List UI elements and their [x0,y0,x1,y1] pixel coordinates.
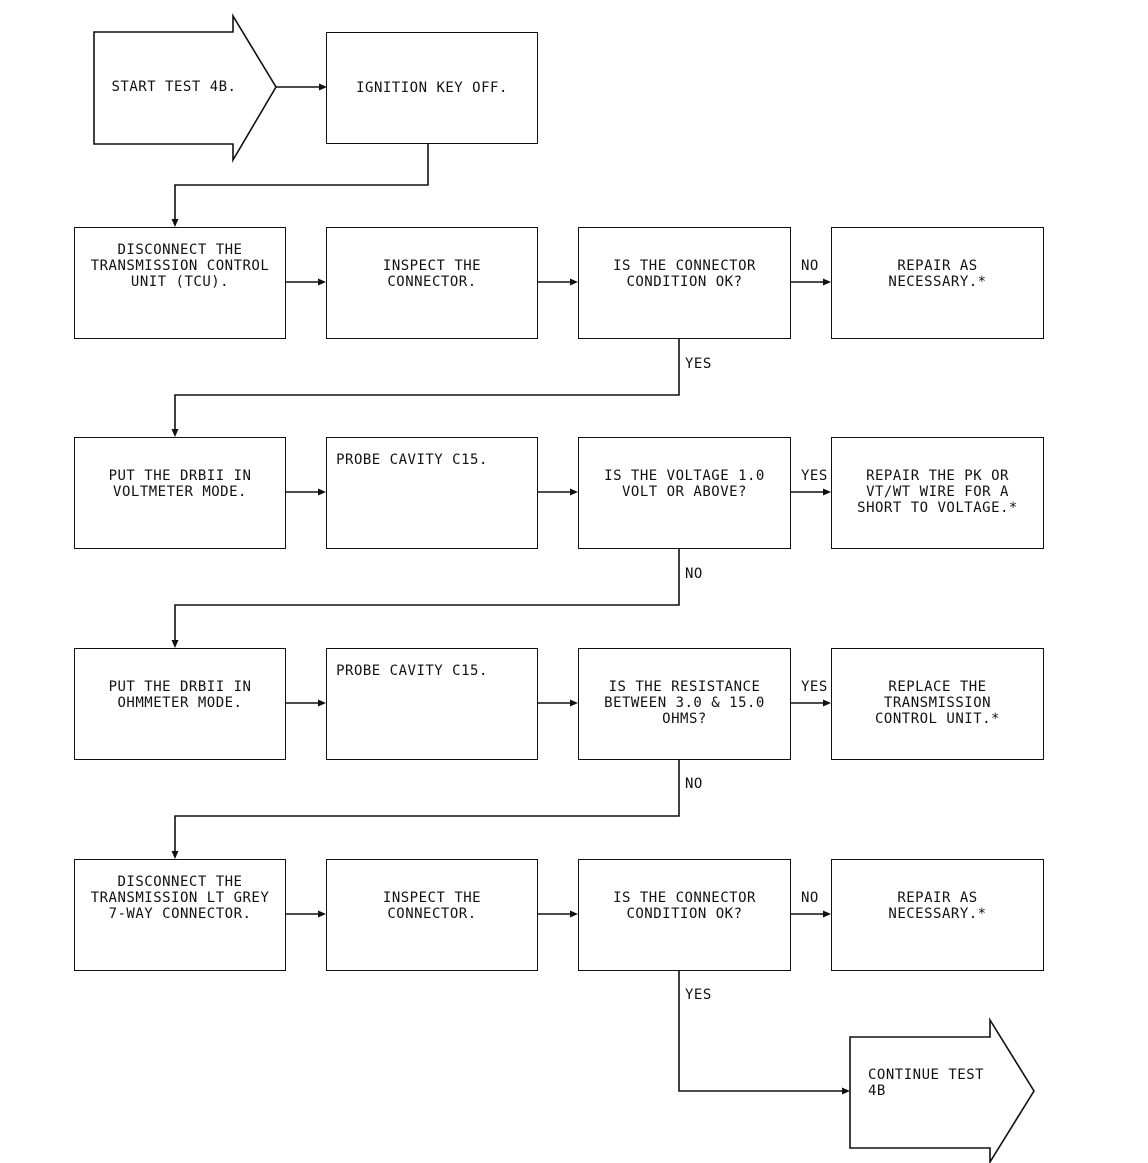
repair-as-necessary-text-2: REPAIR AS NECESSARY.* [888,890,987,922]
inspect-connector-box-1: INSPECT THE CONNECTOR. [326,227,538,339]
ignition-key-off-text: IGNITION KEY OFF. [356,80,508,96]
arrow-head [823,699,831,707]
repair-as-necessary-box-2: REPAIR AS NECESSARY.* [831,859,1044,971]
start-label: START TEST 4B. [111,79,237,95]
inspect-connector-box-2: INSPECT THE CONNECTOR. [326,859,538,971]
arrow-head [318,488,326,496]
flow-line [174,144,429,220]
replace-tcu-text: REPLACE THE TRANSMISSION CONTROL UNIT.* [874,679,1000,727]
connector-ok-question-box-1: IS THE CONNECTOR CONDITION OK? [578,227,791,339]
arrow-head [318,910,326,918]
arrow-head [171,429,179,437]
voltmeter-mode-box: PUT THE DRBII IN VOLTMETER MODE. [74,437,286,549]
repair-as-necessary-text-1: REPAIR AS NECESSARY.* [888,258,987,290]
disconnect-tcu-text: DISCONNECT THE TRANSMISSION CONTROL UNIT… [90,242,270,290]
voltage-question-text: IS THE VOLTAGE 1.0 VOLT OR ABOVE? [604,468,765,500]
inspect-connector-text-1: INSPECT THE CONNECTOR. [382,258,482,290]
arrow-head [570,699,578,707]
arrow-head [171,219,179,227]
flow-line [678,970,843,1092]
yes-label-row2: YES [801,468,828,484]
arrow-head [318,699,326,707]
yes-label-row4: YES [685,987,712,1003]
arrow-head [570,910,578,918]
connector-ok-question-text-1: IS THE CONNECTOR CONDITION OK? [613,258,756,290]
arrow-head [823,488,831,496]
resistance-question-box: IS THE RESISTANCE BETWEEN 3.0 & 15.0 OHM… [578,648,791,760]
flow-line [174,339,680,430]
arrow-head [570,278,578,286]
disconnect-7way-text: DISCONNECT THE TRANSMISSION LT GREY 7-WA… [90,874,270,922]
arrow-head [823,278,831,286]
repair-wire-text: REPAIR THE PK OR VT/WT WIRE FOR A SHORT … [857,468,1018,516]
arrow-head [318,278,326,286]
arrow-head [171,640,179,648]
yes-label-row3: YES [801,679,828,695]
ignition-key-off-box: IGNITION KEY OFF. [326,32,538,144]
flow-line [174,760,680,852]
start-arrow-shape [93,13,277,163]
repair-wire-box: REPAIR THE PK OR VT/WT WIRE FOR A SHORT … [831,437,1044,549]
probe-cavity-text-1: PROBE CAVITY C15. [336,452,488,468]
connector-ok-question-box-2: IS THE CONNECTOR CONDITION OK? [578,859,791,971]
resistance-question-text: IS THE RESISTANCE BETWEEN 3.0 & 15.0 OHM… [604,679,765,727]
no-label-row3: NO [685,776,703,792]
probe-cavity-box-2: PROBE CAVITY C15. [326,648,538,760]
repair-as-necessary-box-1: REPAIR AS NECESSARY.* [831,227,1044,339]
no-label-row1: NO [801,258,819,274]
ohmmeter-mode-text: PUT THE DRBII IN OHMMETER MODE. [108,679,252,711]
probe-cavity-box-1: PROBE CAVITY C15. [326,437,538,549]
ohmmeter-mode-box: PUT THE DRBII IN OHMMETER MODE. [74,648,286,760]
disconnect-7way-box: DISCONNECT THE TRANSMISSION LT GREY 7-WA… [74,859,286,971]
continue-label: CONTINUE TEST 4B [868,1067,985,1099]
yes-label-row1: YES [685,356,712,372]
probe-cavity-text-2: PROBE CAVITY C15. [336,663,488,679]
voltage-question-box: IS THE VOLTAGE 1.0 VOLT OR ABOVE? [578,437,791,549]
replace-tcu-box: REPLACE THE TRANSMISSION CONTROL UNIT.* [831,648,1044,760]
voltmeter-mode-text: PUT THE DRBII IN VOLTMETER MODE. [108,468,252,500]
arrow-head [171,851,179,859]
arrow-head [842,1087,850,1095]
flow-line [174,549,680,641]
continue-arrow-shape [849,1017,1035,1163]
inspect-connector-text-2: INSPECT THE CONNECTOR. [382,890,482,922]
arrow-head [319,83,327,91]
no-label-row4: NO [801,890,819,906]
no-label-row2: NO [685,566,703,582]
arrow-head [570,488,578,496]
disconnect-tcu-box: DISCONNECT THE TRANSMISSION CONTROL UNIT… [74,227,286,339]
arrow-head [823,910,831,918]
connector-ok-question-text-2: IS THE CONNECTOR CONDITION OK? [613,890,756,922]
